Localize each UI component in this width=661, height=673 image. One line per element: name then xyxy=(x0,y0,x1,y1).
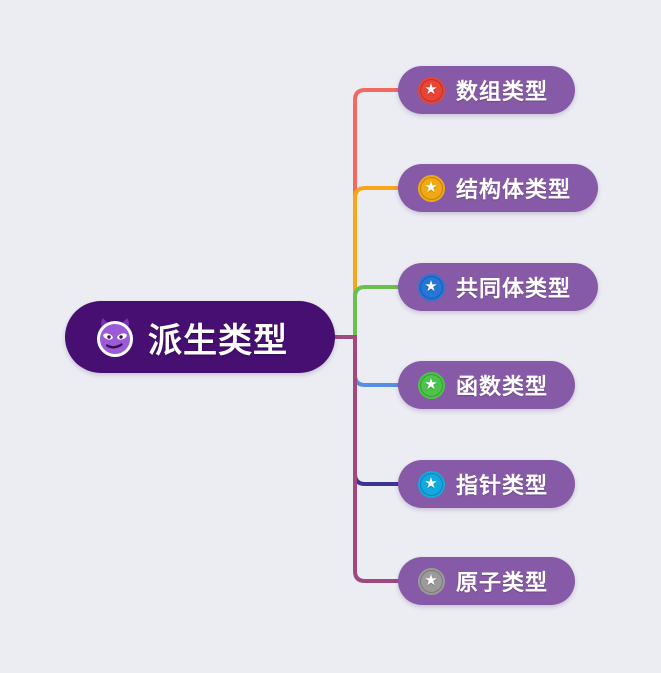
connector-pointer-type xyxy=(353,337,404,486)
star-glyph: ★ xyxy=(424,79,439,98)
connector-atomic-type xyxy=(353,337,404,583)
star-icon: ★ xyxy=(418,567,445,595)
node-struct-type[interactable]: ★ 结构体类型 xyxy=(398,164,598,212)
node-label: 原子类型 xyxy=(456,571,549,596)
node-pointer-type[interactable]: ★ 指针类型 xyxy=(398,460,575,508)
node-atomic-type[interactable]: ★ 原子类型 xyxy=(398,557,575,605)
node-function-type[interactable]: ★ 函数类型 xyxy=(398,361,575,409)
star-icon: ★ xyxy=(418,273,445,301)
star-glyph: ★ xyxy=(424,177,439,196)
star-icon: ★ xyxy=(418,470,445,498)
node-label: 函数类型 xyxy=(456,375,549,400)
star-icon: ★ xyxy=(418,76,445,104)
connector-array-type xyxy=(353,88,404,337)
node-array-type[interactable]: ★ 数组类型 xyxy=(398,66,575,114)
star-glyph: ★ xyxy=(424,570,439,589)
star-glyph: ★ xyxy=(424,473,439,492)
star-glyph: ★ xyxy=(424,374,439,393)
devil-face-icon xyxy=(97,318,133,357)
star-icon: ★ xyxy=(418,371,445,399)
node-label: 结构体类型 xyxy=(456,178,572,203)
star-glyph: ★ xyxy=(424,276,439,295)
root-node-derived-types[interactable]: 派生类型 xyxy=(65,301,335,373)
connector-union-type xyxy=(353,285,404,337)
node-union-type[interactable]: ★ 共同体类型 xyxy=(398,263,598,311)
node-label: 共同体类型 xyxy=(456,277,572,302)
star-icon: ★ xyxy=(418,174,445,202)
root-node-label: 派生类型 xyxy=(148,320,288,361)
node-label: 数组类型 xyxy=(456,80,549,105)
connector-function-type xyxy=(353,337,404,387)
node-label: 指针类型 xyxy=(456,474,549,499)
connector-struct-type xyxy=(353,186,404,337)
